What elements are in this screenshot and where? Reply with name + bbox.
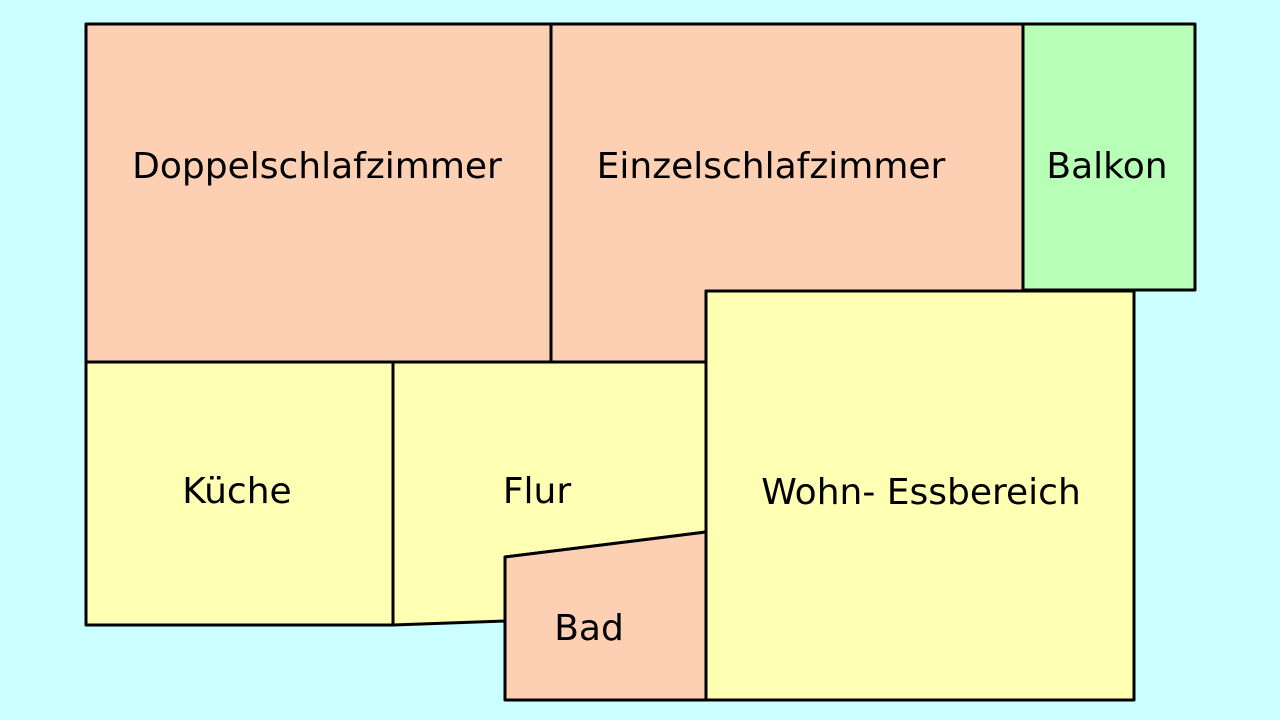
label-wohn-essbereich: Wohn- Essbereich [761,472,1081,513]
label-kueche: Küche [182,471,291,512]
room-doppelschlafzimmer [84,22,553,364]
label-flur: Flur [503,471,572,512]
label-balkon: Balkon [1046,146,1167,187]
label-einzelschlafzimmer: Einzelschlafzimmer [597,146,946,187]
label-doppelschlafzimmer: Doppelschlafzimmer [132,146,502,187]
room-balkon [1021,22,1197,292]
label-bad: Bad [554,608,624,649]
room-wohn-essbereich [704,289,1136,702]
